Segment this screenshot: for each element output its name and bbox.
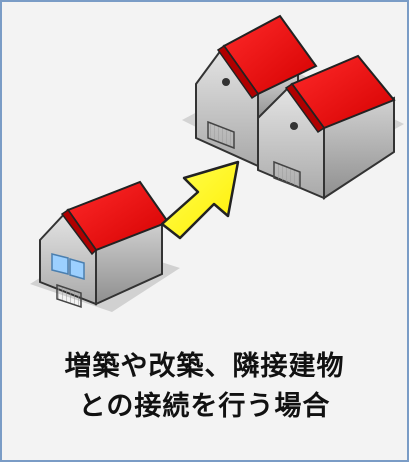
arrow-right-up-icon: [160, 160, 240, 240]
connected-buildings-icon: [182, 14, 404, 200]
window-icon: [51, 253, 85, 280]
caption-line-1: 増築や改築、隣接建物: [64, 351, 345, 382]
caption: 増築や改築、隣接建物 との接続を行う場合: [2, 347, 407, 427]
caption-line-2: との接続を行う場合: [78, 391, 331, 422]
small-house-icon: [30, 180, 180, 312]
extension-illustration: [30, 14, 404, 312]
